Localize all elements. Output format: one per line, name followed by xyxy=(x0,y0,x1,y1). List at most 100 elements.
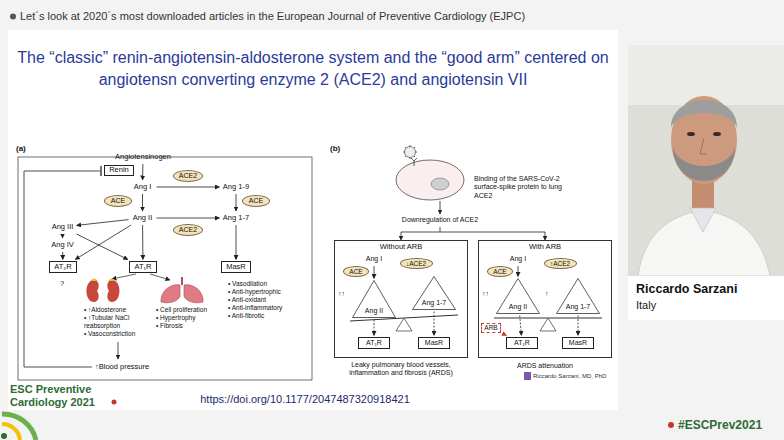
connector xyxy=(157,187,220,188)
speaker-nose xyxy=(700,138,707,154)
effect-item: • Anti-hypertrophic xyxy=(228,288,308,296)
inhibition-bar xyxy=(100,166,101,176)
molecule-node: Ang II xyxy=(130,213,155,224)
connector xyxy=(374,320,375,336)
node-text: Ang IV xyxy=(51,241,74,250)
triangle-shape xyxy=(413,277,456,310)
author-credit: Riccardo Sarzani, MD, PhD xyxy=(533,373,617,380)
node-text: MasR xyxy=(226,263,246,272)
node-text: Ang 1-7 xyxy=(566,303,591,311)
outcome-text: ↑Blood pressure xyxy=(95,362,175,371)
enzyme-ellipse: ↓ACE2 xyxy=(400,258,433,269)
node-text: ↓ACE2 xyxy=(406,260,426,267)
slide-ground xyxy=(8,30,618,410)
node-text: AT₂R xyxy=(54,263,71,272)
labeled-box: AT₁R xyxy=(506,337,538,349)
node-text: Ang II xyxy=(133,214,153,223)
university-logo xyxy=(524,372,531,380)
organ-arrow xyxy=(112,274,136,279)
node-text: ACE2 xyxy=(179,172,197,180)
connector xyxy=(62,234,63,238)
node-text: Ang II xyxy=(365,307,383,315)
receptor-icon xyxy=(411,158,417,166)
scenario-panel: With ARBAng IACE↑ACE2Ang IIAng 1-7ARBAT₁… xyxy=(478,240,612,358)
node-text: AT₁R xyxy=(514,339,530,347)
labeled-box: Renin xyxy=(104,165,134,176)
node-text: Without ARB xyxy=(380,243,423,252)
step-text: Downregulation of ACE2 xyxy=(390,216,490,224)
effect-item: • Cell proliferation xyxy=(156,306,226,314)
illustration-caption: Binding of the SARS-CoV-2 surface-spike … xyxy=(474,175,570,200)
enzyme-ellipse: ACE xyxy=(104,195,132,207)
node-text: Ang I xyxy=(134,183,152,192)
effect-item: • ↑Tubular NaCl reabsorption xyxy=(84,314,152,330)
node-text: Ang II xyxy=(509,303,527,311)
balance-triangle: Ang 1-7 xyxy=(556,278,600,314)
enzyme-ellipse: ACE xyxy=(487,266,513,277)
effect-item: • Anti-oxidant xyxy=(228,296,308,304)
molecule-node: Ang III xyxy=(50,222,75,233)
speaker-name: Riccardo Sarzani xyxy=(636,282,780,297)
node-text: Ang I xyxy=(510,255,526,263)
node-text: Angiotensinogen xyxy=(115,153,171,162)
lung-cell xyxy=(396,160,464,200)
effect-arrow xyxy=(118,342,119,359)
change-arrows: ↑↑ xyxy=(338,290,352,298)
panel-letter: (a) xyxy=(16,144,38,154)
molecule-node: Ang IV xyxy=(50,240,76,251)
enzyme-ellipse: ACE xyxy=(242,195,270,207)
header-text: Let´s look at 2020´s most downloaded art… xyxy=(20,10,620,23)
node-text: ACE xyxy=(349,268,362,275)
effect-item: • Vasoconstriction xyxy=(84,330,152,338)
kidney-icon xyxy=(107,280,119,302)
labeled-box: MasR xyxy=(418,337,450,349)
labeled-box: AT₂R xyxy=(49,261,77,273)
name-ground xyxy=(628,276,784,320)
lung-icon xyxy=(184,285,203,303)
molecule-node: Ang 1-7 xyxy=(221,213,251,224)
node-text: ↑ACE2 xyxy=(550,260,570,267)
connector xyxy=(518,266,519,277)
speaker-head xyxy=(671,96,737,184)
panel-letter: (b) xyxy=(330,144,352,154)
node-text: AT₁R xyxy=(135,263,152,272)
hashtag: #ESCPrev2021 xyxy=(678,418,778,432)
node-text: ACE xyxy=(111,197,125,205)
connector xyxy=(578,316,579,336)
balance-fulcrum xyxy=(540,318,556,331)
scenario-panel: Without ARBAng IACE↓ACE2Ang IIAng 1-7AT₁… xyxy=(334,240,468,358)
organ-arrow xyxy=(150,274,170,280)
virus-spikes xyxy=(403,145,417,159)
slide-title: The “classic” renin-angiotensin-aldoster… xyxy=(13,47,613,91)
molecule-node: Ang I xyxy=(362,254,386,265)
connector xyxy=(142,225,143,260)
adrenal-icon xyxy=(108,279,116,282)
split-arrow xyxy=(401,227,440,240)
swirl-logo xyxy=(1,433,7,439)
virus-icon xyxy=(405,147,416,158)
triangle-shape xyxy=(353,281,396,318)
node-text: Renin xyxy=(109,166,129,175)
swirl-logo xyxy=(2,414,36,440)
molecule-node: Ang I xyxy=(506,254,530,265)
effect-item: • Fibrosis xyxy=(156,322,226,330)
effect-item: • Hypertrophy xyxy=(156,314,226,322)
change-arrows: ↑ xyxy=(545,290,555,298)
node-text: ACE xyxy=(249,197,263,205)
swirl-logo xyxy=(2,424,20,440)
bullet-dot xyxy=(10,14,16,20)
node-text: Ang 1-7 xyxy=(223,214,249,223)
node-text: Ang III xyxy=(52,223,74,232)
effect-item: • Anti-inflammatory xyxy=(228,304,308,312)
split-arrow xyxy=(440,232,545,240)
node-text: Ang I xyxy=(366,255,382,263)
balance-triangle: Ang II xyxy=(352,280,396,318)
connector xyxy=(62,252,63,260)
change-arrows: ↑↑ xyxy=(482,290,496,298)
connector xyxy=(503,334,507,336)
flow-arrow xyxy=(440,201,441,214)
labeled-box: MasR xyxy=(562,337,594,349)
connector xyxy=(142,164,143,180)
hashtag-dot xyxy=(668,422,674,428)
feedback-line xyxy=(24,171,100,367)
